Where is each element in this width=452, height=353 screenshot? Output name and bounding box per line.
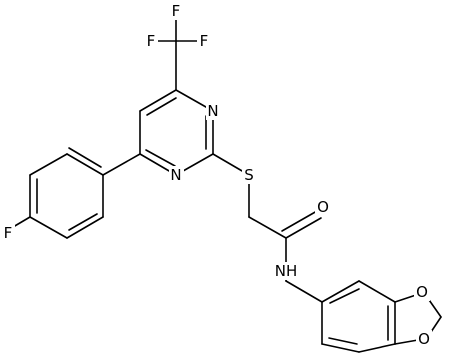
atom-label-f: F: [172, 2, 181, 20]
bond-ch2-co: [248, 216, 287, 239]
bond-ph-1-2: [66, 153, 104, 176]
bond-co-o: [285, 217, 322, 239]
bond-bzd-4-5: [358, 343, 396, 353]
cf3-fluorine-right: F: [197, 32, 211, 50]
bond-bzd-5-6: [321, 343, 360, 353]
carbonyl-oxygen: O: [315, 198, 331, 216]
bond-pyr-c5-c4-double: [146, 97, 177, 116]
cf3-fluorine-left: F: [144, 32, 158, 50]
atom-label-f: F: [147, 32, 156, 50]
amide-nitrogen: NH: [273, 262, 299, 280]
bond-ph-1-2-double: [68, 147, 102, 168]
pyrimidine-nitrogen-bottom: N: [169, 166, 184, 184]
aryl-fluorine: F: [1, 224, 15, 242]
bond-bzd-2-3: [358, 280, 396, 303]
bond-pyr-c5-c4: [139, 89, 177, 112]
atom-label-f: F: [200, 32, 209, 50]
bond-co-o-double: [281, 210, 318, 232]
bond-bzd-1-2-double: [329, 288, 360, 304]
bond-bzd-5-6-double: [328, 337, 358, 345]
atom-label-nh: NH: [275, 262, 298, 280]
atom-label-n: N: [170, 166, 181, 184]
bond-dioxole-c3-o1: [394, 294, 417, 303]
cf3-fluorine-top: F: [169, 2, 183, 20]
bond-dioxole-o2-c4: [394, 339, 419, 345]
bond-ph-2-3: [29, 153, 68, 176]
bond-pyr-n1-c6-double: [145, 149, 176, 167]
dioxole-oxygen-bottom: O: [416, 330, 432, 348]
atom-label-n: N: [207, 102, 218, 120]
atom-label-o: O: [317, 198, 329, 216]
atom-label-s: S: [244, 166, 254, 184]
bond-layer: [7, 15, 442, 353]
atom-label-layer: F F F N N S O NH: [1, 2, 432, 348]
pyrimidine-nitrogen-top: N: [206, 102, 221, 120]
atom-label-o: O: [418, 330, 430, 348]
thioether-sulfur: S: [242, 166, 257, 184]
bond-ph-5-6-double: [68, 213, 98, 231]
atom-label-f: F: [4, 224, 13, 242]
dioxole-oxygen-top: O: [414, 283, 430, 301]
bond-bzd-1-2: [321, 280, 360, 303]
bond-ph-pyr: [102, 153, 141, 176]
atom-label-o: O: [416, 283, 428, 301]
bond-ph-5-6: [66, 216, 104, 239]
bond-n-aryl: [285, 280, 323, 303]
bond-ph-4-5: [29, 216, 68, 239]
